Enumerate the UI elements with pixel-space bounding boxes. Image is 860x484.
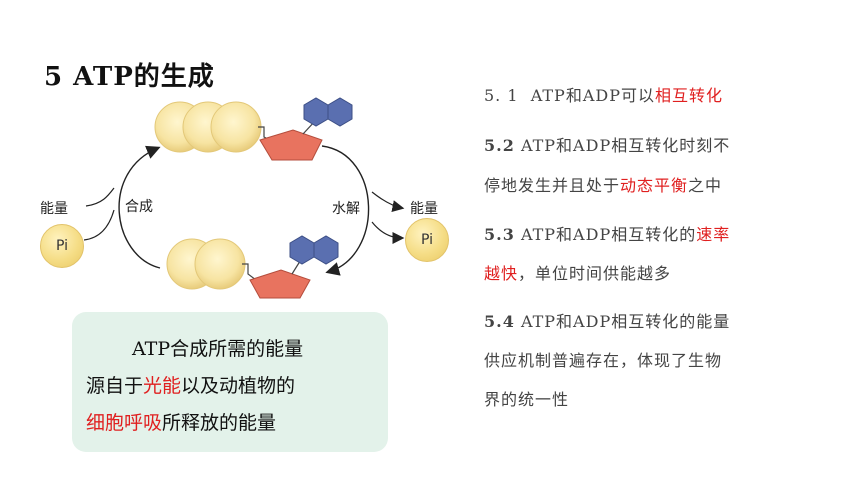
point-5-3-red-1: 速率 — [696, 225, 731, 244]
pi-in-arrow — [83, 209, 115, 241]
point-5-3-red-2: 越快 — [484, 264, 519, 283]
point-5-4-line-3: 界的统一性 — [484, 390, 570, 409]
point-5-3-line-1: 5.3 ATP和ADP相互转化的速率 — [484, 221, 730, 245]
point-5-2-num: 5.2 — [484, 136, 515, 155]
callout-line-2-b: 以及动植物的 — [181, 375, 296, 397]
point-5-4-text-1: ATP和ADP相互转化的能量 — [520, 312, 731, 331]
point-5-4-line-2: 供应机制普遍存在，体现了生物 — [484, 351, 723, 370]
callout-line-1: ATP合成所需的能量 — [132, 338, 304, 360]
point-5-3-line-2: 越快，单位时间供能越多 — [484, 260, 671, 284]
synthesis-arrow — [118, 145, 161, 269]
energy-out-arrow — [371, 191, 405, 212]
right-pi-label: Pi — [420, 232, 434, 248]
pi-out-arrow — [371, 221, 405, 244]
point-5-4-line-1: 5.4 ATP和ADP相互转化的能量 — [484, 308, 730, 332]
point-5-4-num: 5.4 — [484, 312, 515, 331]
adp-ribose — [249, 269, 311, 299]
point-5-3-num: 5.3 — [484, 225, 515, 244]
callout-light-energy: 光能 — [143, 375, 182, 397]
hydrolysis-arrow — [321, 145, 370, 276]
point-5-3-text-2b: ，单位时间供能越多 — [518, 264, 672, 283]
right-pi-circle: Pi — [405, 218, 449, 262]
point-5-1: 5. 1 ATP和ADP可以相互转化 — [484, 82, 723, 106]
point-5-1-num: 5. 1 — [484, 86, 519, 105]
callout-line-3: 细胞呼吸所释放的能量 — [86, 408, 276, 435]
energy-source-callout — [72, 312, 388, 452]
callout-line-2: 源自于光能以及动植物的 — [86, 371, 295, 398]
left-energy-label: 能量 — [40, 201, 68, 217]
adp-phosphate-groups — [166, 238, 246, 290]
left-pi-circle: Pi — [40, 224, 84, 268]
callout-line-3-b: 所释放的能量 — [162, 412, 277, 434]
page-title: 5 ATP的生成 — [44, 62, 215, 92]
hydrolysis-label: 水解 — [332, 201, 360, 217]
synthesis-label: 合成 — [125, 199, 153, 215]
atp-ribose — [259, 129, 323, 161]
point-5-2-text-2b: 之中 — [688, 176, 723, 195]
atp-phosphate-groups — [154, 101, 262, 153]
adp-adenine — [289, 235, 339, 265]
point-5-2-line-1: 5.2 ATP和ADP相互转化时刻不 — [484, 132, 730, 156]
atp-molecule — [154, 97, 353, 161]
point-5-2-text-1: ATP和ADP相互转化时刻不 — [520, 136, 731, 155]
point-5-2-red: 动态平衡 — [620, 176, 689, 195]
right-energy-label: 能量 — [410, 201, 438, 217]
energy-in-arrow — [85, 187, 115, 207]
callout-cell-respiration: 细胞呼吸 — [86, 412, 163, 434]
point-5-2-text-2a: 停地发生并且处于 — [484, 176, 621, 195]
point-5-3-text-1a: ATP和ADP相互转化的 — [520, 225, 697, 244]
point-5-2-line-2: 停地发生并且处于动态平衡之中 — [484, 172, 722, 196]
callout-line-2-a: 源自于 — [86, 375, 144, 397]
point-5-1-text: ATP和ADP可以 — [530, 86, 655, 105]
point-5-1-red: 相互转化 — [654, 86, 723, 105]
left-pi-label: Pi — [55, 238, 69, 254]
adp-molecule — [166, 235, 339, 299]
atp-adenine — [303, 97, 353, 127]
